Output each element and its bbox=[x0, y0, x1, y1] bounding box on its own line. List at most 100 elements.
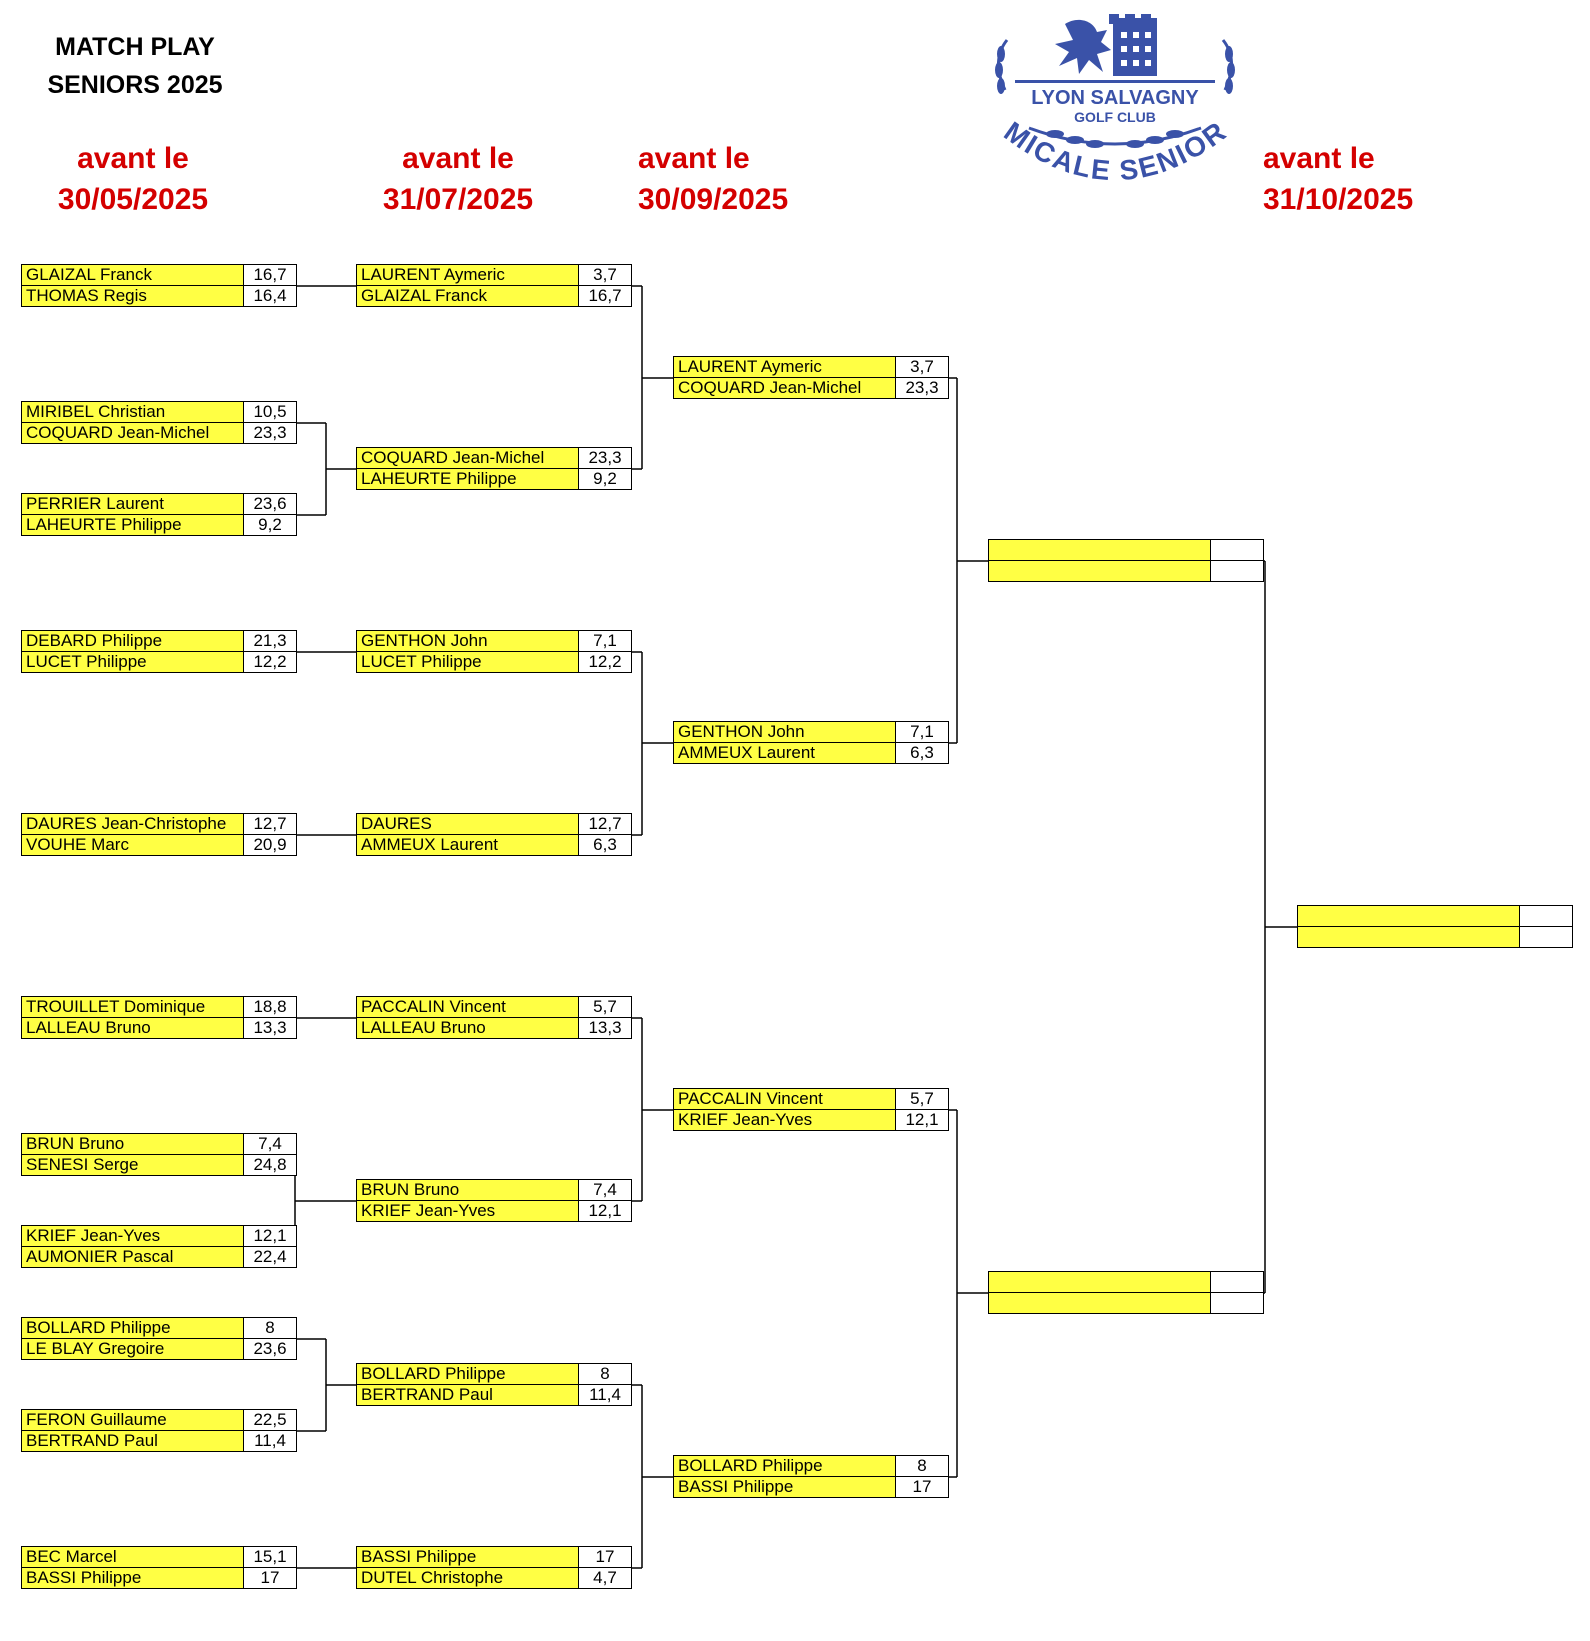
player-name: KRIEF Jean-Yves bbox=[21, 1225, 244, 1247]
final-match bbox=[1297, 905, 1573, 948]
player-handicap: 12,7 bbox=[578, 813, 632, 835]
player-name: AMMEUX Laurent bbox=[356, 834, 579, 856]
semifinal-match bbox=[988, 1271, 1264, 1314]
player-handicap: 13,3 bbox=[243, 1017, 297, 1039]
player-handicap: 18,8 bbox=[243, 996, 297, 1018]
deadline-label: avant le bbox=[1263, 142, 1375, 175]
player-handicap: 23,3 bbox=[578, 447, 632, 469]
player-name: LE BLAY Gregoire bbox=[21, 1338, 244, 1360]
player-handicap: 16,4 bbox=[243, 285, 297, 307]
player-handicap: 7,4 bbox=[243, 1133, 297, 1155]
player-name bbox=[988, 560, 1211, 582]
player-handicap bbox=[1519, 905, 1573, 927]
player-name: DAURES bbox=[356, 813, 579, 835]
player-handicap: 17 bbox=[243, 1567, 297, 1589]
player-name: KRIEF Jean-Yves bbox=[356, 1200, 579, 1222]
player-handicap: 12,2 bbox=[578, 651, 632, 673]
player-handicap: 23,6 bbox=[243, 1338, 297, 1360]
player-handicap: 20,9 bbox=[243, 834, 297, 856]
deadline-round2: avant le 31/07/2025 bbox=[338, 138, 578, 220]
player-handicap: 23,3 bbox=[895, 377, 949, 399]
player-name: BERTRAND Paul bbox=[21, 1430, 244, 1452]
player-name: LUCET Philippe bbox=[356, 651, 579, 673]
player-handicap: 23,3 bbox=[243, 422, 297, 444]
player-name: LALLEAU Bruno bbox=[21, 1017, 244, 1039]
player-name: COQUARD Jean-Michel bbox=[21, 422, 244, 444]
player-handicap: 8 bbox=[895, 1455, 949, 1477]
deadline-date: 31/10/2025 bbox=[1263, 183, 1414, 216]
player-name: PACCALIN Vincent bbox=[673, 1088, 896, 1110]
player-handicap: 12,7 bbox=[243, 813, 297, 835]
player-handicap: 24,8 bbox=[243, 1154, 297, 1176]
player-name: PACCALIN Vincent bbox=[356, 996, 579, 1018]
club-logo: LYON SALVAGNY GOLF CLUB AMICALE SENIORS bbox=[985, 10, 1235, 186]
player-name: GLAIZAL Franck bbox=[356, 285, 579, 307]
player-name: PERRIER Laurent bbox=[21, 493, 244, 515]
player-handicap: 12,1 bbox=[578, 1200, 632, 1222]
player-name: BOLLARD Philippe bbox=[673, 1455, 896, 1477]
player-name: DEBARD Philippe bbox=[21, 630, 244, 652]
player-name: MIRIBEL Christian bbox=[21, 401, 244, 423]
player-name bbox=[1297, 926, 1520, 948]
semifinal-match bbox=[988, 539, 1264, 582]
player-name: TROUILLET Dominique bbox=[21, 996, 244, 1018]
player-name: AMMEUX Laurent bbox=[673, 742, 896, 764]
player-handicap: 23,6 bbox=[243, 493, 297, 515]
deadline-label: avant le bbox=[638, 142, 750, 175]
player-handicap: 8 bbox=[578, 1363, 632, 1385]
player-handicap: 22,5 bbox=[243, 1409, 297, 1431]
player-name bbox=[988, 1271, 1211, 1293]
title-line-1: MATCH PLAY bbox=[55, 33, 215, 61]
player-handicap: 9,2 bbox=[243, 514, 297, 536]
player-handicap: 7,1 bbox=[578, 630, 632, 652]
deadline-label: avant le bbox=[77, 142, 189, 175]
player-name: KRIEF Jean-Yves bbox=[673, 1109, 896, 1131]
player-name: LUCET Philippe bbox=[21, 651, 244, 673]
deadline-round3: avant le 30/09/2025 bbox=[638, 138, 878, 220]
player-handicap: 11,4 bbox=[243, 1430, 297, 1452]
deadline-date: 31/07/2025 bbox=[382, 183, 534, 216]
player-name: COQUARD Jean-Michel bbox=[356, 447, 579, 469]
player-handicap: 7,4 bbox=[578, 1179, 632, 1201]
player-name: BEC Marcel bbox=[21, 1546, 244, 1568]
player-handicap: 6,3 bbox=[578, 834, 632, 856]
player-handicap bbox=[1210, 560, 1264, 582]
player-handicap: 4,7 bbox=[578, 1567, 632, 1589]
player-handicap: 5,7 bbox=[578, 996, 632, 1018]
player-name: BRUN Bruno bbox=[356, 1179, 579, 1201]
player-handicap bbox=[1519, 926, 1573, 948]
deadline-round1: avant le 30/05/2025 bbox=[13, 138, 253, 220]
player-handicap: 16,7 bbox=[578, 285, 632, 307]
player-handicap: 17 bbox=[578, 1546, 632, 1568]
player-handicap: 3,7 bbox=[895, 356, 949, 378]
player-name: BASSI Philippe bbox=[21, 1567, 244, 1589]
player-handicap: 15,1 bbox=[243, 1546, 297, 1568]
player-handicap bbox=[1210, 539, 1264, 561]
player-handicap: 10,5 bbox=[243, 401, 297, 423]
player-handicap: 21,3 bbox=[243, 630, 297, 652]
player-handicap: 8 bbox=[243, 1317, 297, 1339]
deadline-final: avant le 31/10/2025 bbox=[1263, 138, 1503, 220]
player-name: DAURES Jean-Christophe bbox=[21, 813, 244, 835]
player-name bbox=[988, 1292, 1211, 1314]
player-handicap: 12,1 bbox=[243, 1225, 297, 1247]
player-handicap: 12,2 bbox=[243, 651, 297, 673]
player-name: LAURENT Aymeric bbox=[356, 264, 579, 286]
player-name bbox=[1297, 905, 1520, 927]
player-handicap: 6,3 bbox=[895, 742, 949, 764]
